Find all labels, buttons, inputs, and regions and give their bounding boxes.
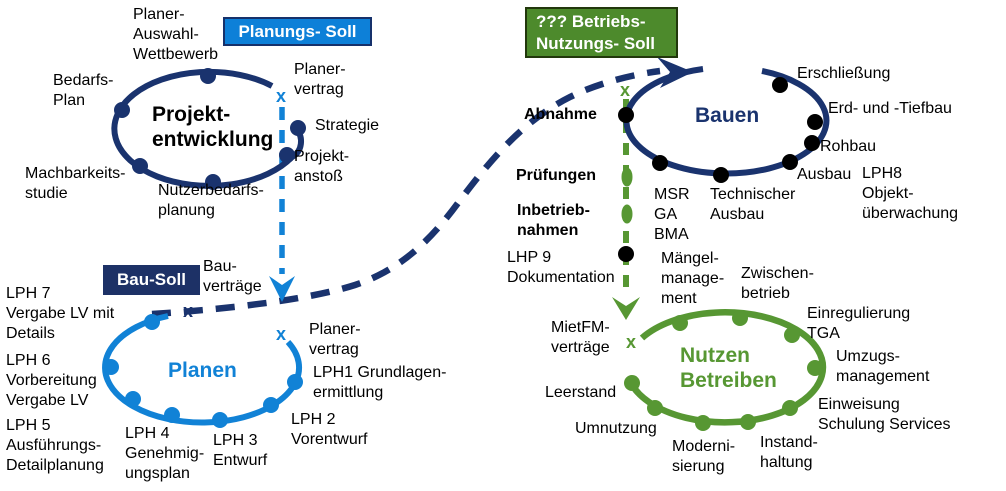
label-leerstand: Leerstand xyxy=(545,384,617,401)
label-lph8-objektueberwachung: LPH8 Objekt- überwachung xyxy=(862,165,959,222)
label-bedarfs-plan: Bedarfs- Plan xyxy=(53,72,114,109)
projektentwicklung-phase-dots xyxy=(114,68,306,190)
betriebs-nutzungs-soll-box: ??? Betriebs- Nutzungs- Soll xyxy=(525,7,678,58)
nutzen-phase-dots xyxy=(624,310,823,431)
planungs-soll-box: Planungs- Soll xyxy=(223,17,372,46)
label-nutzerbedarfsplanung: Nutzerbedarfs- planung xyxy=(158,182,264,219)
label-lph6: LPH 6 Vorbereitung Vergabe LV xyxy=(6,352,97,409)
label-planer-vertrag-planen: Planer- vertrag xyxy=(309,321,361,358)
label-lph1-grundlagenermittlung: LPH1 Grundlagen- ermittlung xyxy=(313,364,447,401)
label-machbarkeitsstudie: Machbarkeits- studie xyxy=(25,165,126,202)
label-inbetriebnahmen: Inbetrieb- nahmen xyxy=(517,202,590,239)
x-marker-planer-vertrag-planen: x xyxy=(275,324,287,345)
label-erschliessung: Erschließung xyxy=(797,65,891,82)
uebergabe-step-dots xyxy=(618,167,634,262)
label-umnutzung: Umnutzung xyxy=(575,420,657,437)
label-maengelmanagement: Mängel- manage- ment xyxy=(661,250,725,307)
label-planer-vertrag-top: Planer- vertrag xyxy=(294,61,346,98)
label-strategie: Strategie xyxy=(315,117,380,134)
label-technischer-ausbau: Technischer Ausbau xyxy=(710,186,796,223)
label-planer-auswahl-wettbewerb: Planer- Auswahl- Wettbewerb xyxy=(133,6,219,63)
label-umzugsmanagement: Umzugs- management xyxy=(836,348,930,385)
label-lph2: LPH 2 Vorentwurf xyxy=(291,411,368,448)
nutzen-betreiben-title: Nutzen Betreiben xyxy=(680,344,777,392)
bau-soll-box: Bau-Soll xyxy=(103,265,200,295)
planen-phase-dots xyxy=(103,314,303,428)
label-modernisierung: Moderni- sierung xyxy=(672,438,736,475)
label-lph4: LPH 4 Genehmig- ungsplan xyxy=(125,425,205,482)
label-rohbau: Rohbau xyxy=(820,138,877,155)
label-instandhaltung: Instand- haltung xyxy=(760,434,818,471)
label-lph3: LPH 3 Entwurf xyxy=(213,432,268,469)
label-einweisung-schulung-services: Einweisung Schulung Services xyxy=(818,396,951,433)
label-lhp9-dokumentation: LHP 9 Dokumentation xyxy=(507,249,615,286)
label-ausbau: Ausbau xyxy=(797,166,852,183)
label-bau-vertraege: Bau- verträge xyxy=(203,258,262,295)
bauen-phase-dots xyxy=(618,77,823,183)
label-pruefungen: Prüfungen xyxy=(516,167,596,184)
label-abnahme: Abnahme xyxy=(524,106,597,123)
label-lph7: LPH 7 Vergabe LV mit Details xyxy=(6,285,115,342)
betriebs-soll-arrowhead-icon xyxy=(612,297,640,320)
bauen-title: Bauen xyxy=(695,104,760,127)
planungs-soll-arrowhead-icon xyxy=(269,276,295,302)
label-msr-ga-bma: MSR GA BMA xyxy=(654,186,690,243)
label-erd-und-tiefbau: Erd- und -Tiefbau xyxy=(828,100,952,117)
bau-soll-to-bauen-dashed-arrow xyxy=(151,67,661,318)
label-einregulierung-tga: Einregulierung TGA xyxy=(807,305,911,342)
label-lph5: LPH 5 Ausführungs- Detailplanung xyxy=(6,417,104,474)
label-projekt-anstoss: Projekt- anstoß xyxy=(294,148,350,185)
planen-title: Planen xyxy=(168,359,237,382)
projektentwicklung-title: Projekt- entwicklung xyxy=(152,103,274,151)
nutzen-cycle-ellipse xyxy=(627,309,827,426)
x-marker-mietfm: x xyxy=(625,332,637,353)
label-mietfm-vertraege: MietFM- verträge xyxy=(551,319,610,356)
x-marker-planen-top: x xyxy=(182,301,194,322)
x-marker-abnahme: x xyxy=(619,80,631,101)
x-marker-planer-vertrag-top: x xyxy=(275,86,287,107)
label-zwischenbetrieb: Zwischen- betrieb xyxy=(741,265,814,302)
